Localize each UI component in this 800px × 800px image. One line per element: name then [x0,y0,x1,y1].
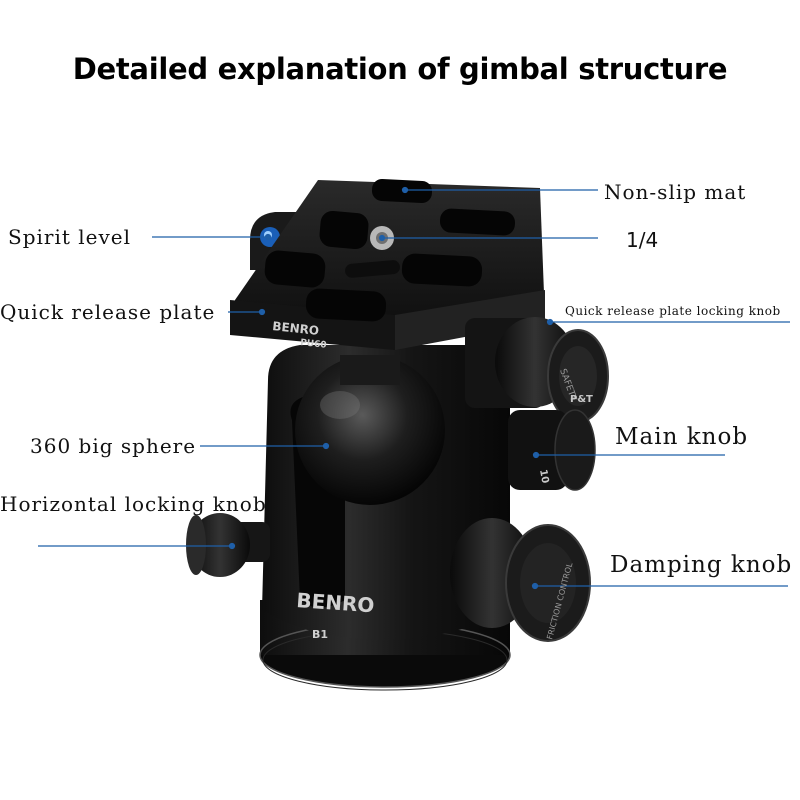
label-spirit-level: Spirit level [8,225,132,249]
ball-sphere [295,355,445,505]
head-brand: BENRO [296,588,376,617]
qr-locking-knob [465,317,609,423]
head-model: B1 [312,628,328,641]
label-main-knob: Main knob [615,424,749,450]
plate-model: PU60 [300,338,327,351]
main-knob [508,409,596,491]
label-quarter-inch: 1/4 [626,228,659,252]
label-non-slip-mat: Non-slip mat [604,180,747,204]
page-title: Detailed explanation of gimbal structure [72,52,728,86]
label-damping-knob: Damping knob [610,552,793,578]
damping-knob [450,518,591,642]
label-qr-locking-knob: Quick release plate locking knob [565,304,781,318]
label-quick-release-plate: Quick release plate [0,300,216,324]
main-knob-mark: 10 [537,469,550,485]
label-horizontal-knob: Horizontal locking knob [0,492,267,516]
plate-brand: BENRO [272,319,320,338]
horizontal-knob [186,513,270,577]
knob-badge-text: P&T [570,394,593,405]
leader-lines [38,186,790,590]
quick-release-plate [230,178,545,350]
label-sphere: 360 big sphere [30,434,197,458]
ball-neck [340,355,400,385]
